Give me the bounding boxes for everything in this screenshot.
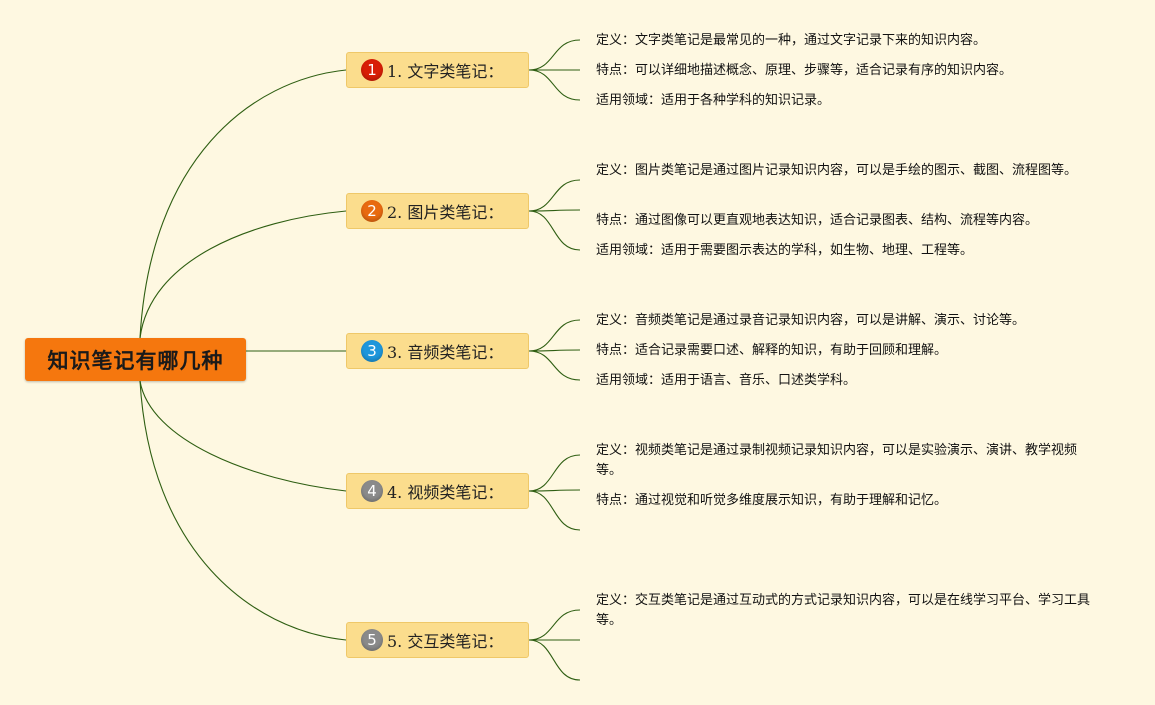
leaf-connector xyxy=(528,349,581,352)
leaf-connector xyxy=(528,490,581,531)
priority-2-icon: 2 xyxy=(361,200,383,222)
branch-interactive-notes[interactable]: 5 5. 交互类笔记： xyxy=(346,622,529,658)
branch-audio-notes[interactable]: 3 3. 音频类笔记： xyxy=(346,333,529,369)
priority-4-icon: 4 xyxy=(361,480,383,502)
priority-5-icon: 5 xyxy=(361,629,383,651)
detail-scope[interactable]: 适用领域：适用于语言、音乐、口述类学科。 xyxy=(596,373,857,388)
branch-label: 3. 音频类笔记： xyxy=(387,343,504,362)
leaf-connector xyxy=(528,454,581,492)
branch-label: 2. 图片类笔记： xyxy=(387,203,504,222)
root-connector-5 xyxy=(139,380,347,641)
leaf-connector xyxy=(528,350,581,381)
leaf-connector xyxy=(528,319,581,352)
leaf-connector xyxy=(528,489,581,492)
branch-label: 5. 交互类笔记： xyxy=(387,632,504,651)
detail-definition[interactable]: 定义：视频类笔记是通过录制视频记录知识内容，可以是实验演示、演讲、教学视频等。 xyxy=(596,443,1078,478)
detail-definition[interactable]: 定义：音频类笔记是通过录音记录知识内容，可以是讲解、演示、讨论等。 xyxy=(596,313,1026,328)
priority-3-icon: 3 xyxy=(361,340,383,362)
detail-feature[interactable]: 特点：可以详细地描述概念、原理、步骤等，适合记录有序的知识内容。 xyxy=(596,63,1013,78)
detail-scope[interactable]: 适用领域：适用于各种学科的知识记录。 xyxy=(596,93,831,108)
leaf-connector xyxy=(528,179,581,212)
detail-feature[interactable]: 特点：适合记录需要口述、解释的知识，有助于回顾和理解。 xyxy=(596,343,948,358)
priority-1-icon: 1 xyxy=(361,59,383,81)
root-topic[interactable]: 知识笔记有哪几种 xyxy=(25,338,246,381)
branch-label: 4. 视频类笔记： xyxy=(387,483,504,502)
branch-video-notes[interactable]: 4 4. 视频类笔记： xyxy=(346,473,529,509)
leaf-connector xyxy=(528,39,581,71)
root-connector-2 xyxy=(139,210,347,339)
branch-image-notes[interactable]: 2 2. 图片类笔记： xyxy=(346,193,529,229)
leaf-connector xyxy=(528,69,581,101)
detail-definition[interactable]: 定义：图片类笔记是通过图片记录知识内容，可以是手绘的图示、截图、流程图等。 xyxy=(596,163,1078,178)
detail-definition[interactable]: 定义：交互类笔记是通过互动式的方式记录知识内容，可以是在线学习平台、学习工具等。 xyxy=(596,593,1091,628)
leaf-connector xyxy=(528,609,581,641)
detail-feature[interactable]: 特点：通过图像可以更直观地表达知识，适合记录图表、结构、流程等内容。 xyxy=(596,213,1039,228)
leaf-connector xyxy=(528,210,581,251)
leaf-connector xyxy=(528,209,581,212)
branch-label: 1. 文字类笔记： xyxy=(387,62,504,81)
leaf-connector xyxy=(528,639,581,681)
branch-text-notes[interactable]: 1 1. 文字类笔记： xyxy=(346,52,529,88)
detail-scope[interactable]: 适用领域：适用于需要图示表达的学科，如生物、地理、工程等。 xyxy=(596,243,974,258)
detail-definition[interactable]: 定义：文字类笔记是最常见的一种，通过文字记录下来的知识内容。 xyxy=(596,33,987,48)
root-connector-1 xyxy=(139,69,347,339)
detail-feature[interactable]: 特点：通过视觉和听觉多维度展示知识，有助于理解和记忆。 xyxy=(596,493,948,508)
root-connector-4 xyxy=(139,380,347,492)
